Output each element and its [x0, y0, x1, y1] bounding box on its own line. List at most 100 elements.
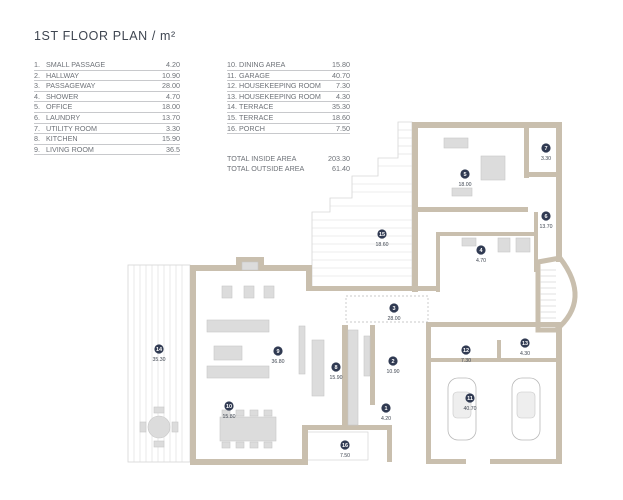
room-area: 4.70 [476, 258, 486, 264]
room-area: 36.80 [272, 359, 285, 365]
car-right-icon [511, 377, 541, 441]
room-number-circle [273, 346, 283, 356]
room-number: 10 [226, 404, 232, 410]
room-area: 3.30 [541, 156, 551, 162]
garage-walls [426, 322, 562, 464]
stair-bay [535, 255, 578, 333]
room-number: 4 [479, 248, 483, 254]
room-area: 18.60 [376, 242, 389, 248]
room-number-circle [389, 303, 399, 313]
room-badge-2: 210.90 [387, 356, 400, 375]
room-number-circle [340, 440, 350, 450]
room-number: 6 [544, 214, 547, 220]
room-badge-5: 518.00 [459, 169, 472, 188]
room-badge-10: 10 15.80 [223, 401, 236, 420]
room-number: 8 [334, 365, 337, 371]
room-number: 5 [463, 172, 466, 178]
room-number-circle [381, 403, 391, 413]
terrace-table-icon [139, 406, 179, 448]
room-number-circle [541, 211, 551, 221]
room-badge-8: 815.90 [330, 362, 343, 381]
service-wing-walls [412, 122, 562, 292]
room-number: 2 [391, 359, 394, 365]
room-number-circle [331, 362, 341, 372]
dining-table-icon [219, 409, 277, 449]
room-area: 18.00 [459, 182, 472, 188]
room-number: 15 [379, 232, 385, 238]
room-area: 28.00 [388, 316, 401, 322]
room-number-circle [377, 229, 387, 239]
living-room-furniture [206, 261, 306, 379]
room-badge-7: 73.30 [541, 143, 551, 162]
room-badge-9: 936.80 [272, 346, 285, 365]
room-number: 7 [544, 146, 547, 152]
room-badges: 14.20210.90328.0044.70518.00613.7073.308… [153, 143, 553, 459]
room-number: 3 [392, 306, 395, 312]
page-title: 1ST FLOOR PLAN / m² [34, 29, 176, 43]
room-number-circle [541, 143, 551, 153]
bathroom-fixtures [461, 237, 531, 253]
room-number-circle [224, 401, 234, 411]
room-number-circle [154, 344, 164, 354]
room-area: 7.30 [461, 358, 471, 364]
room-number: 11 [467, 396, 473, 402]
kitchen-counter [311, 329, 371, 426]
room-number-circle [388, 356, 398, 366]
room-badge-6: 613.70 [540, 211, 553, 230]
office-furniture [443, 137, 506, 197]
deck-terrace-15 [311, 121, 413, 289]
room-number: 16 [342, 443, 348, 449]
room-area: 15.80 [223, 414, 236, 420]
room-number: 13 [522, 341, 528, 347]
passageway-outline [345, 295, 429, 323]
room-badge-1: 14.20 [381, 403, 391, 422]
room-area: 7.50 [340, 453, 350, 459]
room-number: 9 [276, 349, 279, 355]
porch-area [305, 431, 369, 461]
room-number: 1 [384, 406, 387, 412]
room-badge-15: 15 18.60 [376, 229, 389, 248]
room-number: 14 [156, 347, 163, 353]
room-area: 4.30 [520, 351, 530, 357]
room-number-circle [520, 338, 530, 348]
room-badge-12: 127.30 [461, 345, 471, 364]
room-area: 15.90 [330, 375, 343, 381]
room-badge-4: 44.70 [476, 245, 486, 264]
room-badge-11: 11 40.70 [464, 393, 477, 412]
room-badge-14: 14 35.30 [153, 344, 166, 363]
room-area: 13.70 [540, 224, 553, 230]
room-area: 10.90 [387, 369, 400, 375]
room-area: 40.70 [464, 406, 477, 412]
room-number-circle [476, 245, 486, 255]
room-number-circle [460, 169, 470, 179]
room-number: 12 [463, 348, 469, 354]
room-badge-3: 328.00 [388, 303, 401, 322]
room-area: 35.30 [153, 357, 166, 363]
room-badge-13: 134.30 [520, 338, 530, 357]
room-number-circle [461, 345, 471, 355]
room-number-circle [465, 393, 475, 403]
room-badge-16: 167.50 [340, 440, 350, 459]
room-area: 4.20 [381, 416, 391, 422]
